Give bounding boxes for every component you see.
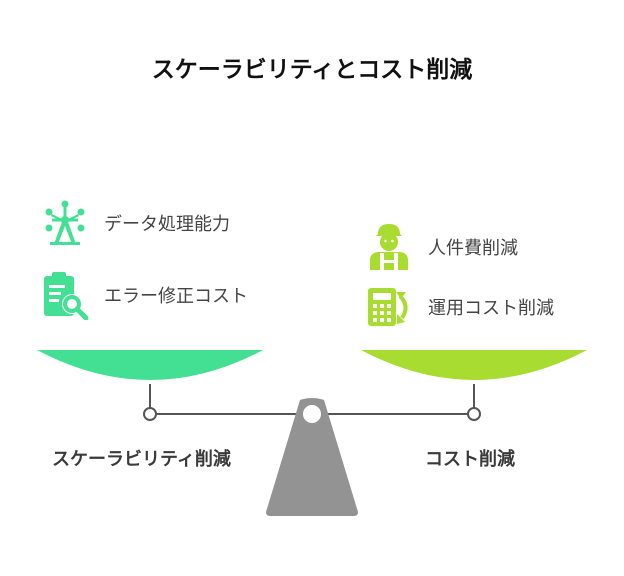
fulcrum-pivot (299, 401, 325, 427)
fulcrum (266, 398, 358, 516)
right-item-label: 人件費削減 (428, 238, 518, 259)
right-item-label: 運用コスト削減 (428, 298, 554, 319)
right-item-operating-cost: 運用コスト削減 (364, 282, 554, 332)
left-beam-joint (143, 407, 157, 421)
left-item-label: エラー修正コスト (104, 286, 248, 307)
worker-icon (370, 224, 408, 270)
right-beam-joint (467, 407, 481, 421)
diagram-title: スケーラビリティとコスト削減 (151, 57, 473, 83)
calculator-icon (368, 288, 408, 326)
right-side-label: コスト削減 (425, 449, 515, 470)
right-item-labor-cost: 人件費削減 (364, 222, 518, 272)
document-search-icon (44, 272, 89, 320)
left-side-label: スケーラビリティ削減 (52, 449, 231, 470)
left-item-data-processing: データ処理能力 (40, 198, 230, 248)
ferris-wheel-icon (45, 200, 85, 245)
left-pan (37, 350, 263, 380)
left-item-label: データ処理能力 (104, 214, 230, 235)
left-item-error-fix-cost: エラー修正コスト (40, 270, 248, 320)
right-pan (361, 350, 587, 380)
